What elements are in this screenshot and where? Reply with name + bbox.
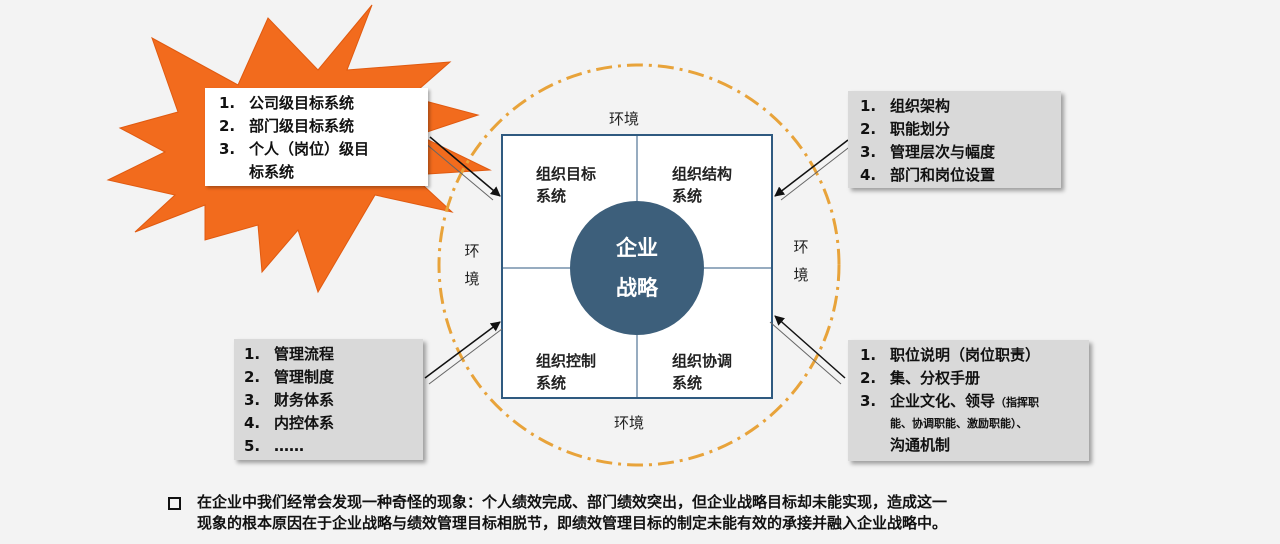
coordination-item-3-num: 3.	[860, 392, 877, 410]
note-bullet	[168, 497, 181, 510]
control-item-1-num: 1.	[244, 345, 261, 363]
control-item-5: 5. ……	[244, 435, 423, 458]
core-label-line2: 战略	[616, 276, 658, 300]
arrow-control-shadow	[428, 328, 503, 385]
quadrant-control-line2: 系统	[536, 374, 567, 392]
quadrant-goal-label: 组织目标 系统	[536, 163, 596, 207]
arrow-structure-shadow	[780, 144, 853, 201]
structure-item-1-num: 1.	[860, 97, 877, 115]
core-circle	[570, 201, 704, 335]
goal-item-1-text: 公司级目标系统	[249, 94, 355, 112]
environment-label-bottom: 环境	[614, 414, 645, 432]
control-item-4: 4. 内控体系	[244, 412, 423, 435]
environment-left-char1: 环	[464, 242, 480, 260]
goal-systems-box: 1. 公司级目标系统 2. 部门级目标系统 3. 个人（岗位）级目 标系统	[205, 88, 428, 186]
coordination-item-3-cont2: 沟通机制	[890, 436, 951, 454]
arrow-control	[424, 321, 501, 379]
arrow-goal-shadow	[424, 142, 494, 201]
environment-label-left: 环 境	[463, 237, 481, 293]
control-item-1: 1. 管理流程	[244, 343, 423, 366]
control-item-1-text: 管理流程	[274, 345, 335, 363]
coordination-item-3-text: 企业文化、领导	[890, 392, 996, 410]
note-line-1: 在企业中我们经常会发现一种奇怪的现象：个人绩效完成、部门绩效突出，但企业战略目标…	[197, 493, 948, 511]
goal-item-3-cont: 标系统	[249, 163, 295, 181]
control-item-5-text: ……	[274, 437, 304, 455]
goal-item-2-text: 部门级目标系统	[249, 117, 355, 135]
control-box: 1. 管理流程 2. 管理制度 3. 财务体系 4. 内控体系 5. ……	[234, 339, 423, 460]
arrow-structure	[774, 139, 849, 197]
control-item-2: 2. 管理制度	[244, 366, 423, 389]
control-item-4-text: 内控体系	[274, 414, 335, 432]
core-label: 企业 战略	[587, 228, 687, 308]
control-item-3: 3. 财务体系	[244, 389, 423, 412]
goal-item-3: 3. 个人（岗位）级目	[219, 138, 428, 161]
environment-ring	[437, 63, 841, 467]
quadrant-structure-line1: 组织结构	[672, 165, 733, 183]
coordination-item-1: 1. 职位说明（岗位职责）	[860, 344, 1089, 367]
quadrant-coordination-line1: 组织协调	[672, 352, 733, 370]
core-label-line1: 企业	[616, 236, 658, 260]
structure-item-1: 1. 组织架构	[860, 95, 1061, 118]
goal-item-3-num: 3.	[219, 140, 236, 158]
control-item-2-text: 管理制度	[274, 368, 335, 386]
quadrant-coordination-label: 组织协调 系统	[672, 350, 732, 394]
quadrant-goal-line1: 组织目标	[536, 165, 597, 183]
control-item-2-num: 2.	[244, 368, 261, 386]
structure-item-3-text: 管理层次与幅度	[890, 143, 996, 161]
structure-box: 1. 组织架构 2. 职能划分 3. 管理层次与幅度 4. 部门和岗位设置	[848, 91, 1061, 188]
coordination-item-3: 3. 企业文化、领导（指挥职	[860, 390, 1089, 414]
structure-item-3: 3. 管理层次与幅度	[860, 141, 1061, 164]
coordination-item-1-text: 职位说明（岗位职责）	[890, 346, 1041, 364]
structure-item-2-text: 职能划分	[890, 120, 951, 138]
quadrant-goal-line2: 系统	[536, 187, 567, 205]
bottom-note: 在企业中我们经常会发现一种奇怪的现象：个人绩效完成、部门绩效突出，但企业战略目标…	[197, 492, 1277, 534]
goal-item-3-text: 个人（岗位）级目	[249, 140, 370, 158]
quadrant-structure-label: 组织结构 系统	[672, 163, 732, 207]
coordination-item-3-small: （指挥职	[995, 396, 1040, 409]
goal-item-2: 2. 部门级目标系统	[219, 115, 428, 138]
note-line-2: 现象的根本原因在于企业战略与绩效管理目标相脱节，即绩效管理目标的制定未能有效的承…	[197, 514, 948, 532]
quadrant-structure-line2: 系统	[672, 187, 703, 205]
structure-item-4-num: 4.	[860, 166, 877, 184]
structure-item-4: 4. 部门和岗位设置	[860, 164, 1061, 187]
coordination-item-3-cont-small: 能、协调职能、激励职能）、	[890, 417, 1028, 430]
arrow-coordination	[774, 315, 846, 379]
control-item-5-num: 5.	[244, 437, 261, 455]
control-item-3-text: 财务体系	[274, 391, 335, 409]
arrow-goal	[429, 136, 501, 197]
coordination-item-2: 2. 集、分权手册	[860, 367, 1089, 390]
environment-label-top: 环境	[609, 110, 640, 128]
environment-left-char2: 境	[464, 270, 480, 288]
goal-item-1: 1. 公司级目标系统	[219, 92, 428, 115]
quadrant-coordination-line2: 系统	[672, 374, 703, 392]
quadrant-control-line1: 组织控制	[536, 352, 597, 370]
environment-right-char2: 境	[793, 266, 809, 284]
coordination-item-1-num: 1.	[860, 346, 877, 364]
quadrant-control-label: 组织控制 系统	[536, 350, 596, 394]
coordination-item-2-text: 集、分权手册	[890, 369, 981, 387]
structure-item-4-text: 部门和岗位设置	[890, 166, 996, 184]
control-item-3-num: 3.	[244, 391, 261, 409]
environment-label-right: 环 境	[792, 233, 810, 289]
arrow-coordination-shadow	[769, 321, 842, 385]
coordination-item-2-num: 2.	[860, 369, 877, 387]
environment-right-char1: 环	[793, 238, 809, 256]
structure-item-2: 2. 职能划分	[860, 118, 1061, 141]
structure-item-1-text: 组织架构	[890, 97, 951, 115]
structure-item-2-num: 2.	[860, 120, 877, 138]
goal-item-2-num: 2.	[219, 117, 236, 135]
goal-item-1-num: 1.	[219, 94, 236, 112]
structure-item-3-num: 3.	[860, 143, 877, 161]
control-item-4-num: 4.	[244, 414, 261, 432]
coordination-box: 1. 职位说明（岗位职责） 2. 集、分权手册 3. 企业文化、领导（指挥职 能、协调…	[848, 340, 1089, 461]
